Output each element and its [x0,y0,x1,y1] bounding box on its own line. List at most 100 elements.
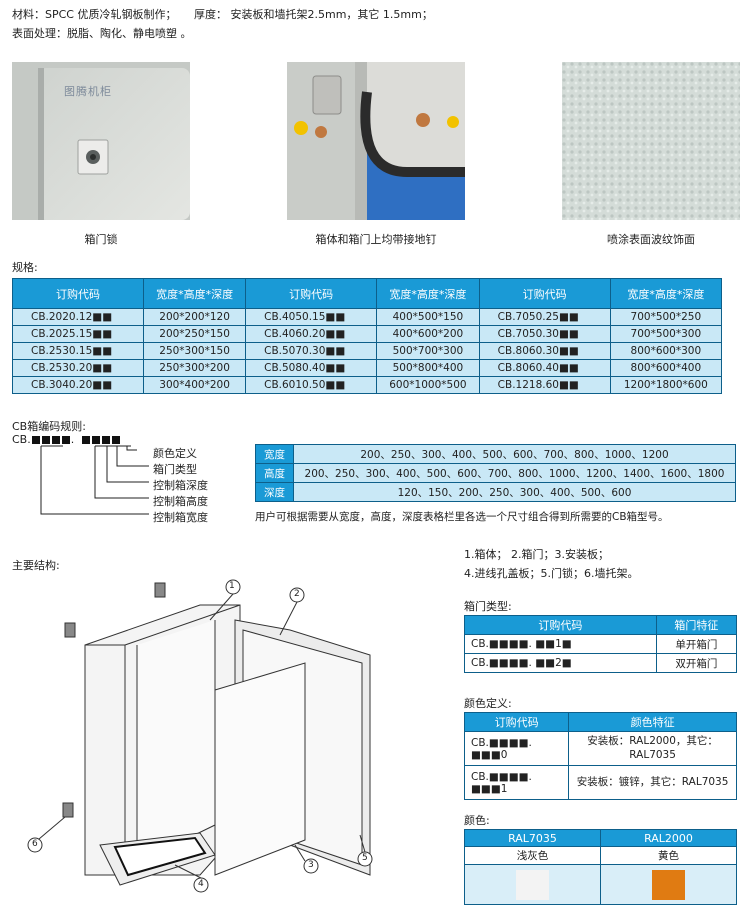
door-lock-photo [12,62,190,220]
dimensions: 250*300*150 [143,342,247,360]
swatch-cell [464,864,601,905]
order-code: CB.5070.30■■ [245,342,378,360]
colors-table: RAL7035 RAL2000 浅灰色 黄色 [464,829,737,905]
callout-2: 2 [294,589,300,599]
door-type-code: CB.■■■■. ■■2■ [464,653,657,673]
dim-values-depth: 120、150、200、250、300、400、500、600 [293,482,736,502]
swatch-cell [600,864,737,905]
callout-5: 5 [362,853,368,863]
material-label: 材料：SPCC 优质冷轧钢板制作； [12,8,177,21]
table-row: 宽度 200、250、300、400、500、600、700、800、1000、… [255,444,736,464]
table-header-row: 订购代码 颜色特征 [463,712,737,732]
door-type-feature: 双开箱门 [655,653,738,673]
dim-key-depth: 深度 [255,482,294,502]
color-def-title: 颜色定义: [464,697,512,710]
structure-diagram [27,579,373,893]
spec-header: 订购代码 [245,278,378,309]
structure-title: 主要结构: [12,559,60,572]
spec-header-row: 订购代码 宽度*高度*深度 订购代码 宽度*高度*深度 订购代码 宽度*高度*深… [11,278,723,309]
spec-header: 宽度*高度*深度 [143,278,247,309]
table-row: 深度 120、150、200、250、300、400、500、600 [255,482,736,502]
dimensions: 500*700*300 [376,342,480,360]
order-code: CB.2530.20■■ [11,359,145,377]
dimensions: 300*400*200 [143,376,247,394]
table-row: CB.■■■■. ■■1■ 单开箱门 [464,634,738,654]
color-def-feature: 安装板：镀锌，其它：RAL7035 [568,765,737,800]
door-type-title: 箱门类型: [464,600,512,613]
dimensions: 400*500*150 [376,308,480,326]
structure-legend-2: 4.进线孔盖板；5.门锁；6.墙托架。 [464,567,639,580]
table-row: CB.■■■■. ■■2■ 双开箱门 [464,653,738,673]
table-header-row: RAL7035 RAL2000 [464,829,737,847]
colors-title: 颜色: [464,814,490,827]
code-label-width: 控制箱宽度 [153,511,208,524]
code-label-depth: 控制箱深度 [153,479,208,492]
table-row: CB.2020.12■■ 200*200*120 CB.4050.15■■ 40… [11,308,723,326]
caption-door-lock: 箱门锁 [84,233,118,246]
dim-key-width: 宽度 [255,444,294,464]
dimensions: 700*500*300 [609,325,723,343]
order-code: CB.7050.30■■ [478,325,611,343]
dimensions: 200*200*120 [143,308,247,326]
color-code-header: RAL2000 [600,829,737,847]
spec-title: 规格: [12,261,38,274]
structure-legend-1: 1.箱体； 2.箱门；3.安装板； [464,548,609,561]
color-def-code: CB.■■■■. ■■■1 [463,765,570,800]
dimension-table: 宽度 200、250、300、400、500、600、700、800、1000、… [255,444,736,502]
dims-note: 用户可根据需要从宽度，高度，深度表格栏里各选一个尺寸组合得到所需要的CB箱型号。 [255,511,669,523]
color-name: 浅灰色 [464,846,601,865]
code-label-height: 控制箱高度 [153,495,208,508]
color-swatch-light-gray [516,869,549,900]
order-code: CB.2020.12■■ [11,308,145,326]
spec-header: 订购代码 [478,278,611,309]
code-rule-pattern: CB.. [12,433,121,446]
color-def-table: 订购代码 颜色特征 CB.■■■■. ■■■0 安装板：RAL2000，其它：R… [463,712,737,800]
table-row: CB.2025.15■■ 200*250*150 CB.4060.20■■ 40… [11,325,723,343]
callout-6: 6 [32,839,38,849]
caption-grounding: 箱体和箱门上均带接地钉 [315,233,437,246]
color-def-header: 订购代码 [463,712,570,732]
order-code: CB.4050.15■■ [245,308,378,326]
order-code: CB.5080.40■■ [245,359,378,377]
door-type-header: 订购代码 [464,615,657,635]
callout-1: 1 [229,581,235,591]
order-code: CB.2530.15■■ [11,342,145,360]
dimensions: 600*1000*500 [376,376,480,394]
grounding-stud-photo [287,62,465,220]
dimensions: 800*600*300 [609,342,723,360]
table-row: CB.3040.20■■ 300*400*200 CB.6010.50■■ 60… [11,376,723,394]
table-row [464,864,737,905]
color-swatch-orange [652,869,685,900]
spec-header: 宽度*高度*深度 [376,278,480,309]
spec-header: 订购代码 [11,278,145,309]
code-label-door: 箱门类型 [153,463,197,476]
dimensions: 500*800*400 [376,359,480,377]
code-label-color: 颜色定义 [153,447,197,460]
color-def-feature: 安装板：RAL2000，其它：RAL7035 [568,731,737,766]
order-code: CB.3040.20■■ [11,376,145,394]
dim-values-width: 200、250、300、400、500、600、700、800、1000、120… [293,444,736,464]
table-row: CB.2530.15■■ 250*300*150 CB.5070.30■■ 50… [11,342,723,360]
caption-texture: 喷涂表面波纹饰面 [607,233,695,246]
door-type-code: CB.■■■■. ■■1■ [464,634,657,654]
door-type-table: 订购代码 箱门特征 CB.■■■■. ■■1■ 单开箱门 CB.■■■■. ■■… [464,615,738,673]
order-code: CB.4060.20■■ [245,325,378,343]
door-type-header: 箱门特征 [655,615,738,635]
order-code: CB.6010.50■■ [245,376,378,394]
order-code: CB.8060.30■■ [478,342,611,360]
code-rule-bracket-lines [40,445,149,515]
spec-header: 宽度*高度*深度 [609,278,723,309]
dimensions: 400*600*200 [376,325,480,343]
color-name: 黄色 [600,846,737,865]
dimensions: 800*600*400 [609,359,723,377]
order-code: CB.7050.25■■ [478,308,611,326]
table-header-row: 订购代码 箱门特征 [464,615,738,635]
color-def-header: 颜色特征 [568,712,737,732]
dimensions: 700*500*250 [609,308,723,326]
code-rule-title: CB箱编码规则: [12,420,86,433]
table-row: CB.2530.20■■ 250*300*200 CB.5080.40■■ 50… [11,359,723,377]
dim-key-height: 高度 [255,463,294,483]
callout-4: 4 [198,879,204,889]
dimensions: 1200*1800*600 [609,376,723,394]
color-def-code: CB.■■■■. ■■■0 [463,731,570,766]
